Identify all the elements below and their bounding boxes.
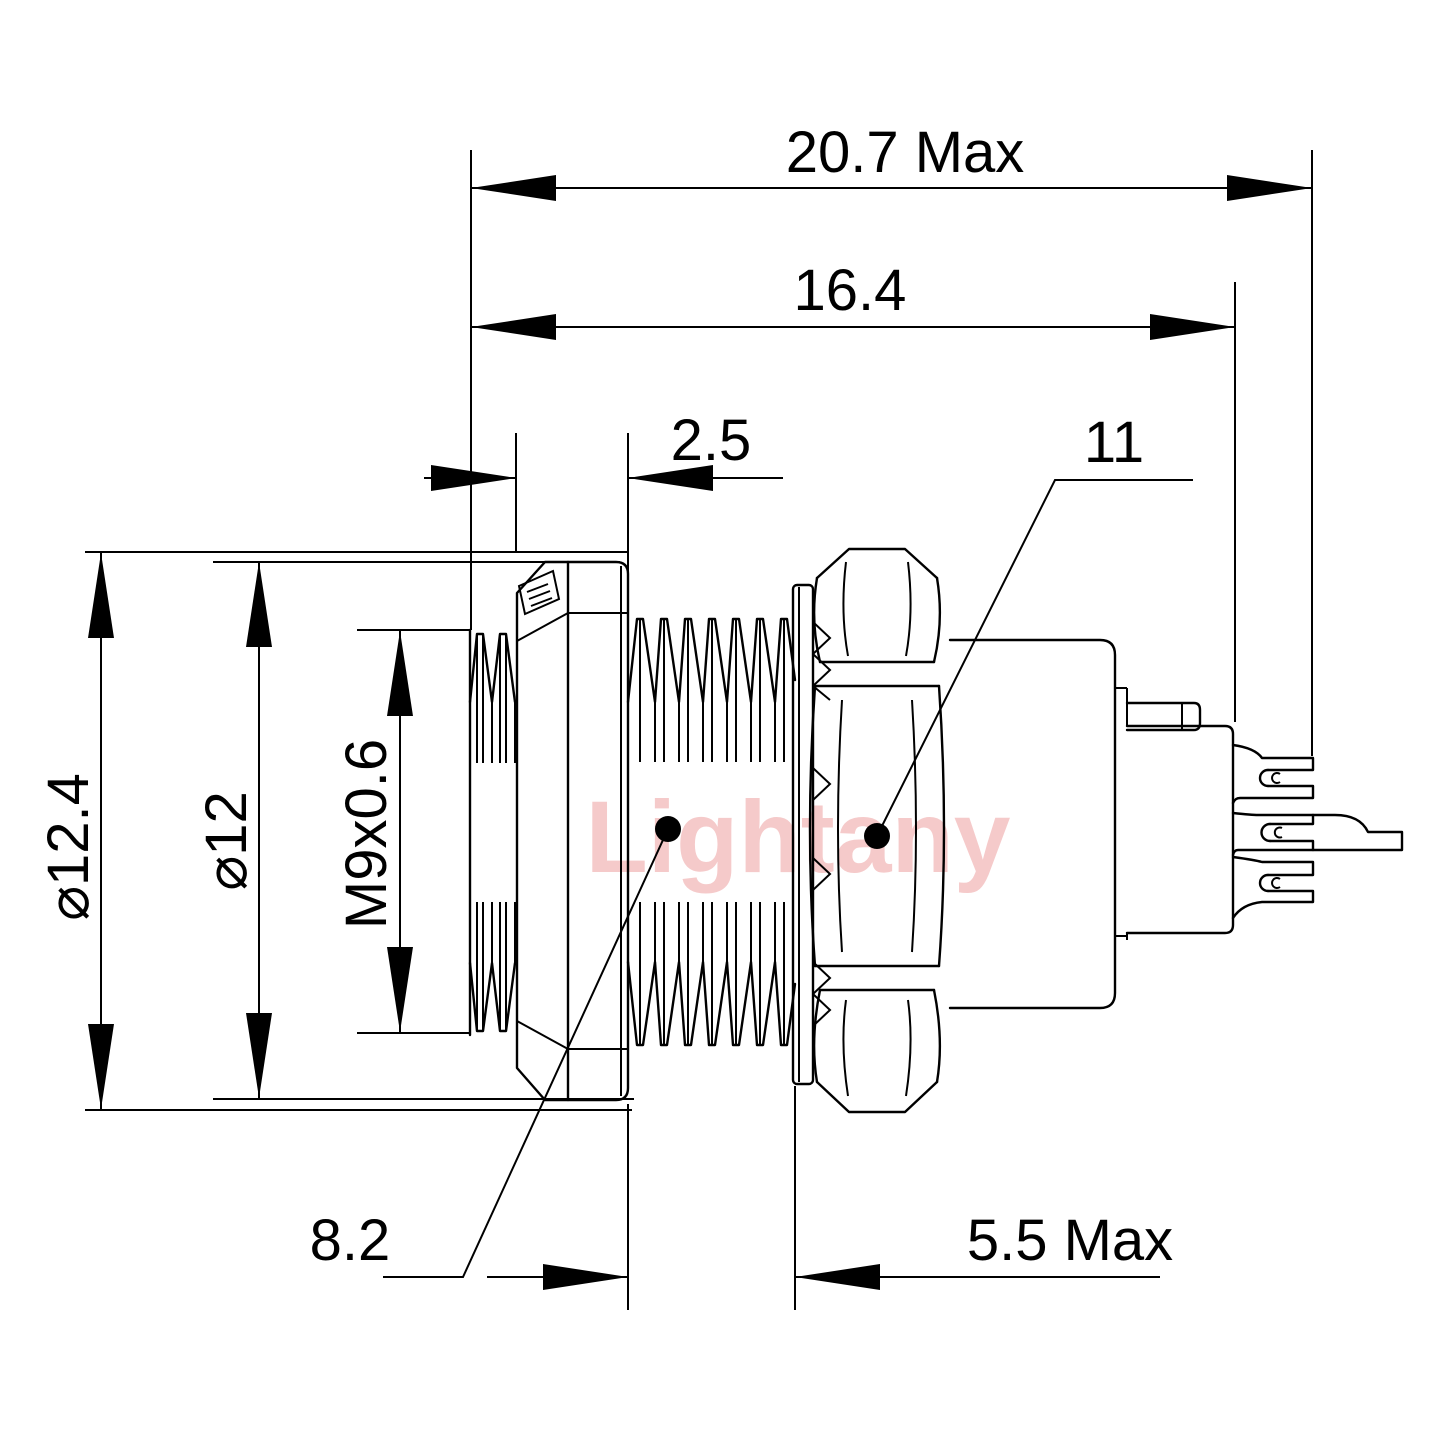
insulator [1125,724,1235,935]
dim-label-thread-length: 8.2 [310,1208,391,1273]
front-thread [468,628,517,1037]
dim-label-overall-length: 20.7 Max [786,120,1025,185]
washer [791,583,815,1086]
extension-lines [85,150,1313,1310]
mounting-thread [626,617,797,1047]
dim-label-nut-flats: 11 [1084,410,1144,475]
dim-label-body-diameter: ⌀12 [194,791,259,890]
dim-thread-spec: M9x0.6 [334,631,413,1032]
dim-panel-thickness: 5.5 Max [487,1208,1173,1290]
dim-overall-length: 20.7 Max [471,120,1312,201]
contact-bottom [1231,855,1315,920]
dim-label-panel-thickness: 5.5 Max [967,1208,1173,1273]
dim-label-flange-diameter: ⌀12.4 [36,773,101,921]
dim-flange-diameter: ⌀12.4 [36,553,114,1109]
dim-thread-length: 8.2 [310,816,681,1278]
dim-label-rear-length: 16.4 [794,258,907,323]
dim-rear-length: 16.4 [471,258,1235,340]
rear-body [948,638,1128,1010]
contact-middle [1231,811,1404,857]
hex-nut [808,547,946,1114]
dim-body-diameter: ⌀12 [194,562,272,1098]
leader-dot-thread [655,816,681,842]
leader-dot-nut [864,823,890,849]
dim-label-collar-width: 2.5 [671,408,752,473]
lock-washer-teeth [812,621,832,1027]
dimension-annotations: 20.7 Max 16.4 2.5 11 ⌀12.4 [36,120,1313,1310]
dim-label-thread-spec: M9x0.6 [334,739,399,929]
dim-nut-flats: 11 [864,410,1193,849]
logo-plate [517,569,561,616]
dim-collar-width: 2.5 [424,408,783,491]
contact-top [1231,743,1315,805]
